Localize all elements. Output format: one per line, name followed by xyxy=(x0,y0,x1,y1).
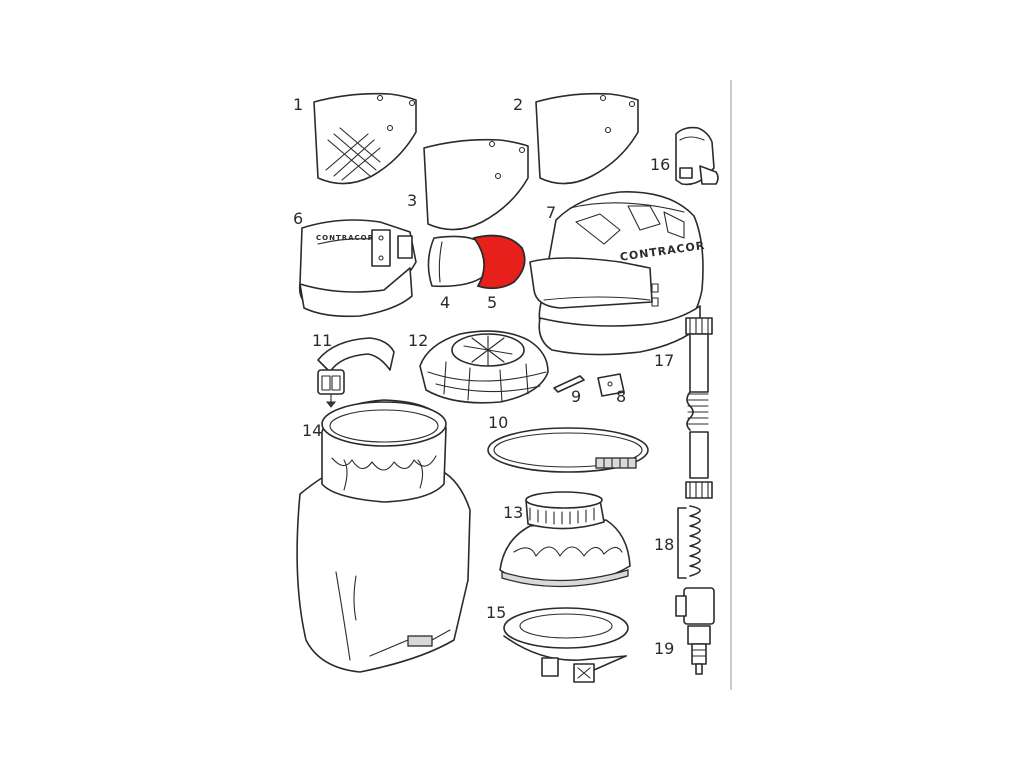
part-5-lens-highlighted xyxy=(472,234,526,290)
part-3-visor xyxy=(423,138,529,231)
label-16: 16 xyxy=(650,155,670,174)
part-13-neck-seal xyxy=(499,491,631,588)
part-2-visor xyxy=(535,92,639,185)
part-17-hose xyxy=(685,317,713,499)
part-9-clip xyxy=(553,375,585,393)
label-12: 12 xyxy=(408,331,428,350)
label-11: 11 xyxy=(312,331,332,350)
part-1-lens-shield xyxy=(313,92,417,185)
part-14-cape xyxy=(296,399,471,673)
visor-frame-brand: CONTRACOR xyxy=(316,234,374,242)
label-5: 5 xyxy=(487,293,497,312)
part-19-coupling xyxy=(675,587,715,675)
part-10-clamp-band xyxy=(487,427,649,473)
label-10: 10 xyxy=(488,413,508,432)
part-number-labels: 1 2 3 4 5 6 7 8 9 10 11 12 13 14 15 16 1… xyxy=(293,95,674,658)
label-7: 7 xyxy=(546,203,556,222)
part-15-ring-belt xyxy=(503,607,629,683)
part-6-visor-frame: CONTRACOR xyxy=(298,219,417,318)
label-1: 1 xyxy=(293,95,303,114)
label-3: 3 xyxy=(407,191,417,210)
part-11-head-strap xyxy=(317,337,395,408)
part-12-headband xyxy=(419,330,549,404)
label-14: 14 xyxy=(302,421,322,440)
label-8: 8 xyxy=(616,387,626,406)
label-4: 4 xyxy=(440,293,450,312)
label-19: 19 xyxy=(654,639,674,658)
label-2: 2 xyxy=(513,95,523,114)
label-13: 13 xyxy=(503,503,523,522)
part-18-coil-hose xyxy=(677,505,701,579)
part-16-air-connector xyxy=(675,126,719,186)
label-17: 17 xyxy=(654,351,674,370)
part-8-bracket xyxy=(597,373,625,397)
label-15: 15 xyxy=(486,603,506,622)
label-9: 9 xyxy=(571,387,581,406)
label-18: 18 xyxy=(654,535,674,554)
part-7-helmet: CONTRACOR xyxy=(529,191,706,356)
label-6: 6 xyxy=(293,209,303,228)
